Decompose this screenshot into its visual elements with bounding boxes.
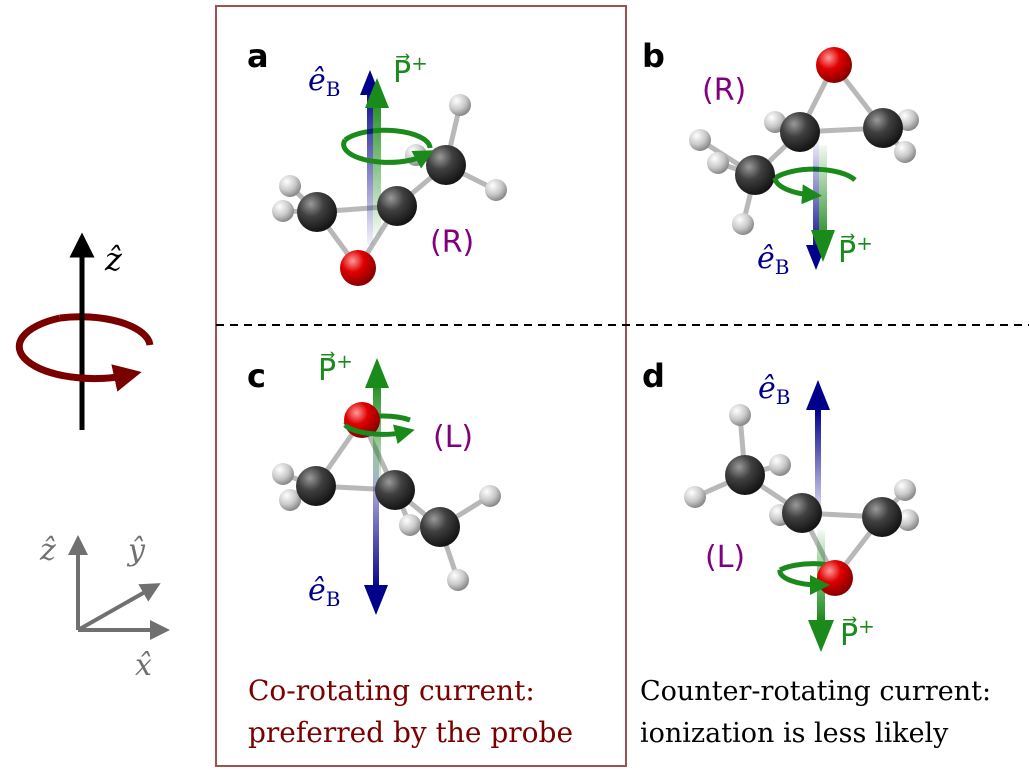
hydrogen-atom bbox=[769, 454, 791, 476]
panel-letter-d: d bbox=[642, 357, 665, 395]
hydrogen-atom bbox=[729, 404, 751, 426]
hydrogen-atom bbox=[449, 94, 471, 116]
config-label-c: (L) bbox=[433, 420, 473, 455]
hydrogen-atom bbox=[684, 486, 706, 508]
eb-label-b: êB bbox=[757, 241, 789, 279]
hydrogen-atom bbox=[447, 569, 469, 591]
hydrogen-atom bbox=[894, 479, 916, 501]
panel-letter-b: b bbox=[642, 37, 665, 75]
z-axis-label: ẑ bbox=[39, 533, 56, 568]
carbon-atom bbox=[725, 455, 765, 495]
hydrogen-atom bbox=[894, 141, 916, 163]
hydrogen-atom bbox=[272, 200, 294, 222]
carbon-atom bbox=[735, 155, 775, 195]
hydrogen-atom bbox=[689, 129, 711, 151]
config-label-b: (R) bbox=[702, 73, 746, 108]
oxygen-atom bbox=[340, 250, 376, 286]
pplus-label-b: P⃗+ bbox=[838, 231, 873, 270]
pplus-label-d: P⃗+ bbox=[840, 614, 875, 653]
carbon-atom bbox=[782, 493, 822, 533]
carbon-atom bbox=[296, 466, 336, 506]
eb-label-c: êB bbox=[308, 573, 340, 611]
carbon-atom bbox=[780, 112, 820, 152]
counter-rotating-caption-line1: Counter-rotating current: bbox=[640, 676, 991, 707]
hydrogen-atom bbox=[272, 463, 294, 485]
panel-b: b êB P⃗+ (R) bbox=[642, 37, 919, 279]
coordinate-frame-icon: ẑ ŷ x̂ bbox=[39, 533, 170, 683]
hydrogen-atom bbox=[279, 489, 301, 511]
counter-rotating-caption-line2: ionization is less likely bbox=[640, 718, 949, 749]
eb-label-a: êB bbox=[308, 63, 340, 101]
panel-a: a êB P⃗+ (R) bbox=[247, 37, 507, 286]
hydrogen-atom bbox=[399, 514, 421, 536]
config-label-a: (R) bbox=[430, 225, 474, 260]
x-axis-label: x̂ bbox=[135, 648, 152, 683]
panel-d: d êB P⃗+ (L) bbox=[642, 357, 919, 653]
hydrogen-atom bbox=[707, 152, 729, 174]
rotation-front-arc bbox=[15, 314, 142, 392]
hydrogen-atom bbox=[764, 111, 786, 133]
co-rotating-frame bbox=[215, 5, 627, 767]
panel-letter-a: a bbox=[247, 37, 269, 75]
rotation-back-arc bbox=[59, 313, 154, 346]
carbon-atom bbox=[420, 507, 460, 547]
pplus-label-a: P⃗+ bbox=[393, 51, 428, 90]
eb-label-d: êB bbox=[758, 371, 790, 409]
hydrogen-atom bbox=[479, 485, 501, 507]
hydrogen-atom bbox=[279, 175, 301, 197]
oxygen-atom bbox=[817, 560, 853, 596]
config-label-d: (L) bbox=[705, 540, 745, 575]
hydrogen-atom bbox=[897, 509, 919, 531]
hydrogen-atom bbox=[485, 179, 507, 201]
co-rotating-caption-line2: preferred by the probe bbox=[248, 716, 573, 749]
hydrogen-atom bbox=[732, 213, 754, 235]
panel-letter-c: c bbox=[247, 357, 266, 395]
carbon-atom bbox=[863, 108, 903, 148]
z-axis-label-large: ẑ bbox=[104, 240, 123, 278]
y-axis-label: ŷ bbox=[126, 533, 146, 568]
carbon-atom bbox=[297, 192, 337, 232]
rotation-axis-icon: ẑ bbox=[15, 232, 154, 430]
pplus-label-c: P⃗+ bbox=[318, 349, 353, 388]
oxygen-atom bbox=[816, 47, 852, 83]
co-rotating-caption-line1: Co-rotating current: bbox=[248, 674, 535, 707]
carbon-atom bbox=[862, 497, 902, 537]
carbon-atom bbox=[377, 186, 417, 226]
carbon-atom bbox=[375, 470, 415, 510]
panel-c: c P⃗+ êB (L) bbox=[247, 349, 501, 615]
carbon-atom bbox=[426, 145, 466, 185]
